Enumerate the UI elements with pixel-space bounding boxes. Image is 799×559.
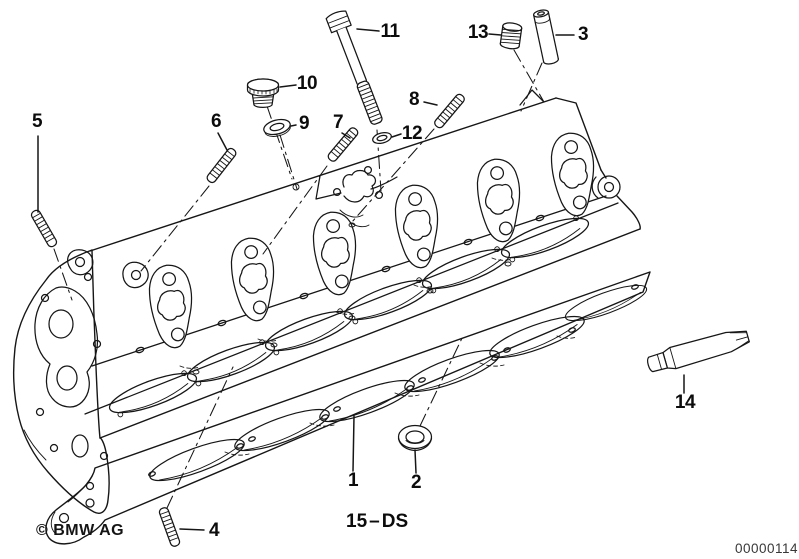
sealant-tube-14	[647, 330, 750, 373]
callout-label-8: 8	[408, 89, 420, 110]
washer-12	[372, 132, 392, 144]
callout-label-1: 1	[347, 470, 359, 491]
leader-10	[266, 105, 293, 180]
callout-label-2: 2	[410, 472, 422, 493]
callout-label-4: 4	[208, 520, 220, 541]
pointer-7	[341, 132, 351, 139]
valve-guide-3	[533, 9, 559, 65]
head-gasket	[45, 271, 651, 545]
pointer-12	[391, 133, 402, 138]
head-bolt-11	[325, 10, 383, 125]
callout-label-3: 3	[577, 24, 589, 45]
leader-lines-solid	[37, 28, 685, 531]
pointer-4	[179, 528, 205, 531]
copyright-notice: © BMW AG	[36, 522, 125, 539]
sealing-plug-10	[246, 78, 280, 109]
leader-3	[520, 62, 543, 112]
leader-lines-dashdot	[53, 49, 545, 509]
part-group-code: DS	[381, 511, 409, 532]
stud-4	[157, 506, 182, 548]
pointer-6	[217, 132, 228, 151]
leader-4	[166, 366, 234, 509]
pointer-11	[356, 28, 380, 32]
callout-label-15-ds: 15 – DS	[346, 511, 408, 533]
leader-5	[53, 248, 73, 301]
cylinder-head	[12, 89, 641, 514]
sealing-plug-13	[499, 22, 523, 50]
seal-ring-2	[397, 424, 433, 452]
callout-label-9: 9	[298, 113, 310, 134]
leader-2	[419, 333, 465, 427]
leader-7	[262, 165, 328, 255]
callout-label-14: 14	[674, 392, 696, 413]
pointer-8	[423, 101, 438, 106]
leader-13	[513, 49, 545, 103]
callout-label-10: 10	[296, 73, 318, 94]
callout-label-6: 6	[210, 111, 222, 132]
drawing-number: 00000114	[735, 541, 799, 556]
pointer-1	[352, 415, 355, 472]
leader-8	[351, 128, 435, 223]
callout-label-13: 13	[467, 22, 489, 43]
stud-6	[204, 146, 239, 185]
pointer-10	[279, 84, 297, 88]
callout-label-11: 11	[380, 21, 400, 42]
part-group-separator: –	[369, 511, 380, 532]
washer-9	[263, 118, 291, 137]
callout-label-12: 12	[401, 123, 423, 144]
stud-5	[29, 208, 59, 249]
corner-boss	[597, 175, 621, 199]
leader-9	[279, 134, 298, 190]
callout-label-7: 7	[332, 112, 344, 133]
pointer-9	[290, 124, 297, 127]
callout-label-5: 5	[31, 111, 43, 132]
part-group-number: 15	[346, 511, 368, 532]
pointer-2	[414, 449, 417, 474]
pointer-13	[488, 33, 502, 36]
leader-6	[140, 185, 210, 272]
stud-8	[432, 92, 467, 130]
